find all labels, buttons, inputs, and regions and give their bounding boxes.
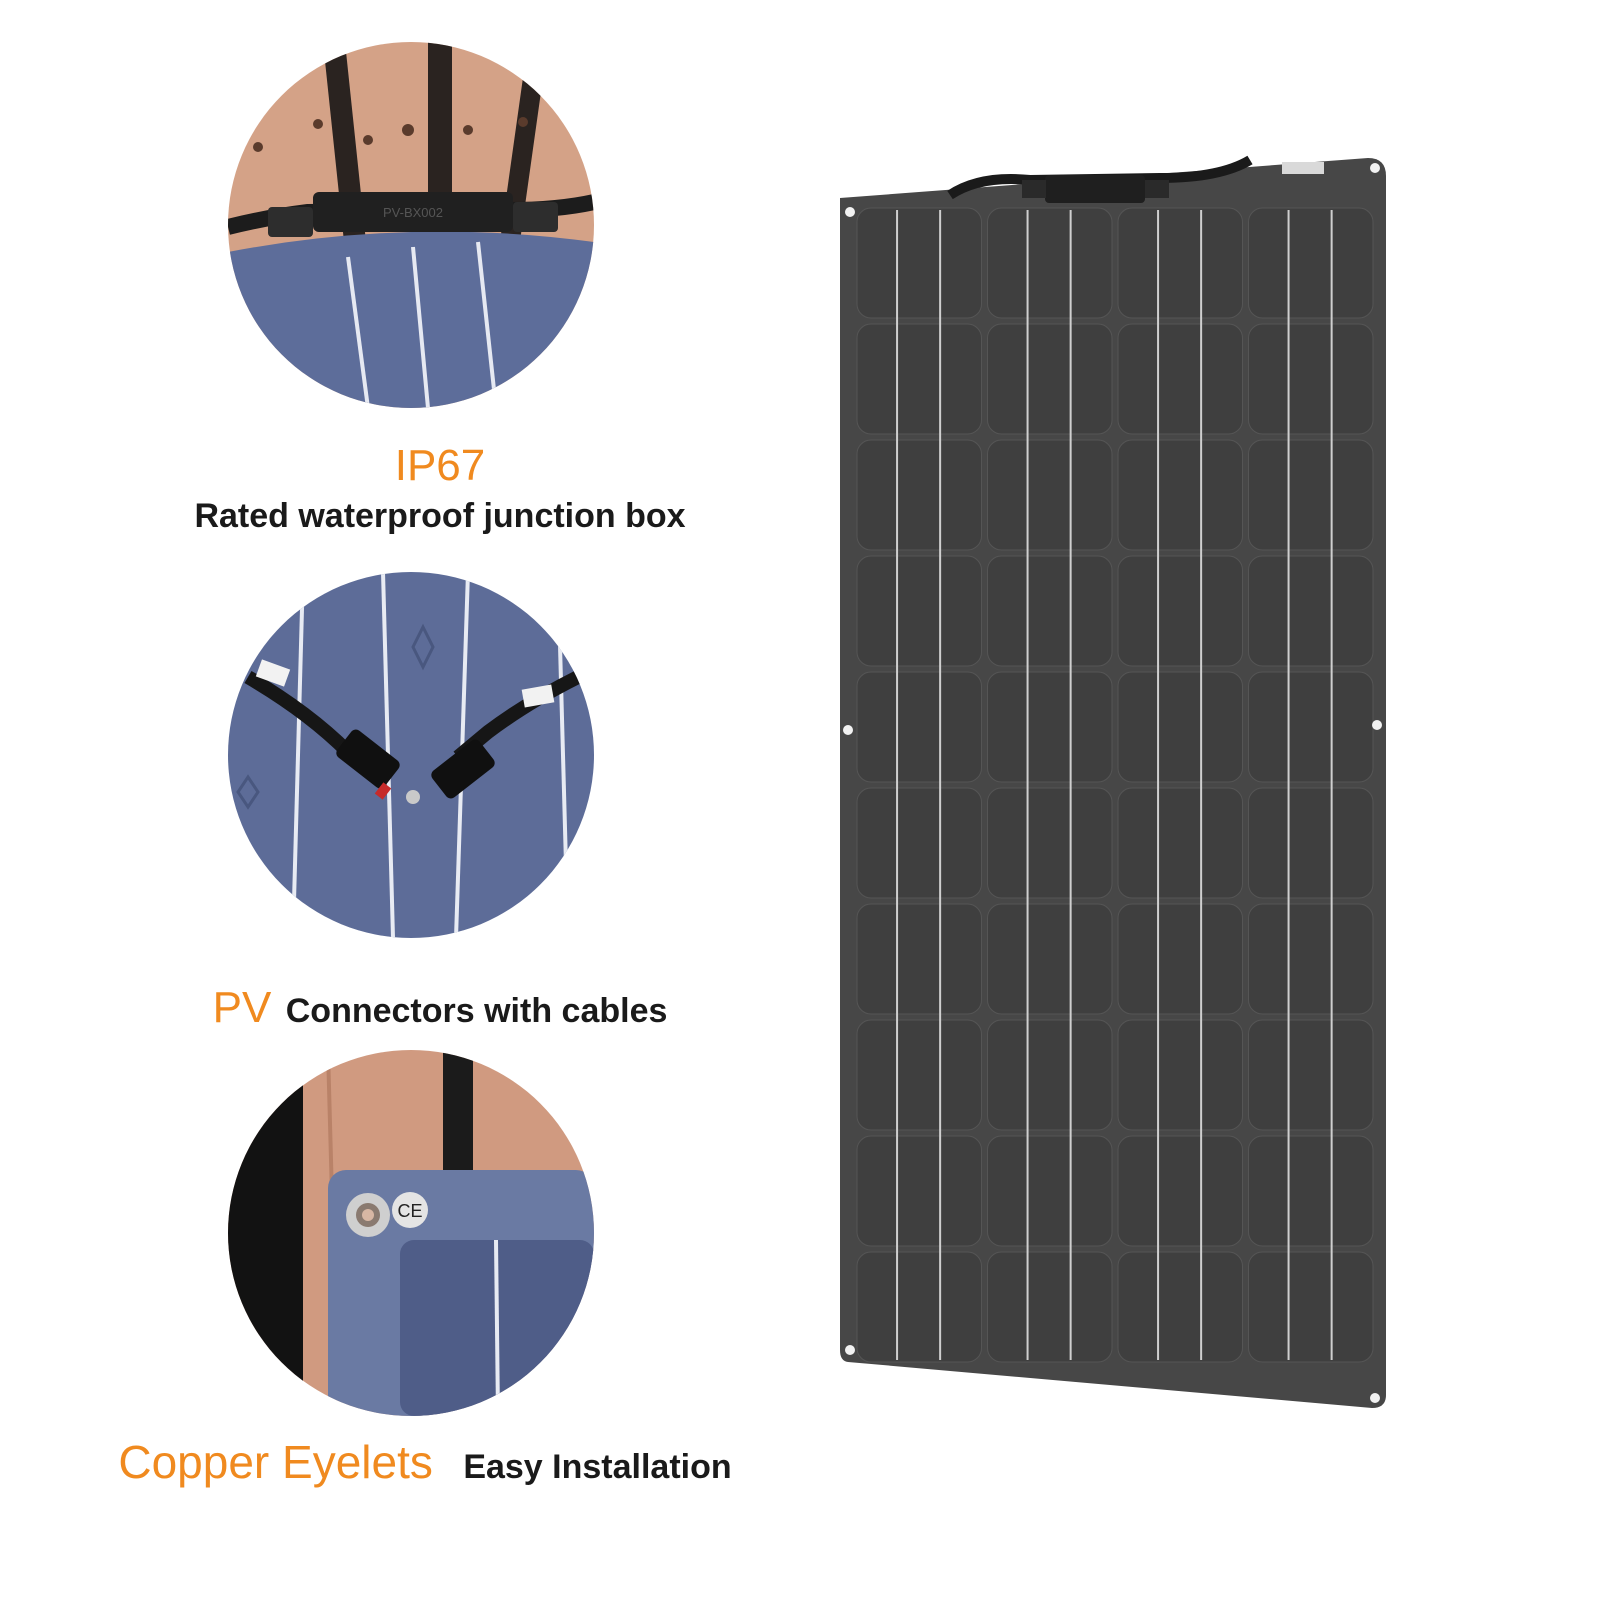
solar-cell [1117, 1019, 1243, 1131]
feature-description: Easy Installation [463, 1448, 732, 1486]
solar-cell [1117, 439, 1243, 551]
solar-cell [1248, 671, 1374, 783]
solar-cell [1248, 555, 1374, 667]
solar-cell [856, 903, 982, 1015]
feature-pv-connectors: PV Connectors with cables [0, 980, 880, 1039]
solar-cell [987, 1019, 1113, 1131]
solar-cell [1117, 787, 1243, 899]
solar-cell [1248, 787, 1374, 899]
solar-cell [856, 555, 982, 667]
solar-cell [856, 671, 982, 783]
solar-cell [1117, 555, 1243, 667]
solar-cell [1248, 903, 1374, 1015]
solar-cell [987, 671, 1113, 783]
solar-cell [1248, 439, 1374, 551]
solar-cell [1117, 1251, 1243, 1363]
solar-cell [987, 1135, 1113, 1247]
junction-box-label: PV-BX002 [383, 205, 443, 220]
solar-cell [987, 439, 1113, 551]
solar-cell [987, 323, 1113, 435]
solar-cell [1117, 903, 1243, 1015]
solar-cell [856, 1019, 982, 1131]
solar-cell [1117, 207, 1243, 319]
feature-highlight: IP67 [394, 441, 486, 490]
solar-cell [856, 439, 982, 551]
solar-cell [1248, 207, 1374, 319]
junction-box-photo: PV-BX002 [228, 42, 594, 408]
solar-cell [987, 1251, 1113, 1363]
solar-cell [856, 323, 982, 435]
feature-highlight: Copper Eyelets [118, 1436, 433, 1488]
solar-panel-image [840, 155, 1386, 1408]
solar-cell [856, 1251, 982, 1363]
solar-cell [987, 555, 1113, 667]
solar-cell [1248, 1019, 1374, 1131]
feature-highlight: PV [212, 983, 272, 1032]
solar-cell [987, 787, 1113, 899]
solar-panel [840, 150, 1390, 1420]
solar-cell [1248, 323, 1374, 435]
feature-copper-eyelets: Copper Eyelets Easy Installation [0, 1432, 865, 1497]
feature-description: Rated waterproof junction box [194, 497, 686, 535]
solar-cell [856, 1135, 982, 1247]
solar-cell [1117, 323, 1243, 435]
solar-cell [1248, 1135, 1374, 1247]
feature-ip67: IP67 Rated waterproof junction box [0, 440, 880, 538]
solar-cell [987, 903, 1113, 1015]
solar-cell [1117, 671, 1243, 783]
solar-cell [856, 787, 982, 899]
solar-cell [1248, 1251, 1374, 1363]
ce-mark: CE [397, 1201, 422, 1221]
pv-connector-photo [228, 572, 594, 938]
solar-cell [856, 207, 982, 319]
solar-cell [987, 207, 1113, 319]
copper-eyelet-photo: CE [228, 1050, 594, 1416]
feature-description: Connectors with cables [285, 992, 668, 1030]
solar-cell [1117, 1135, 1243, 1247]
